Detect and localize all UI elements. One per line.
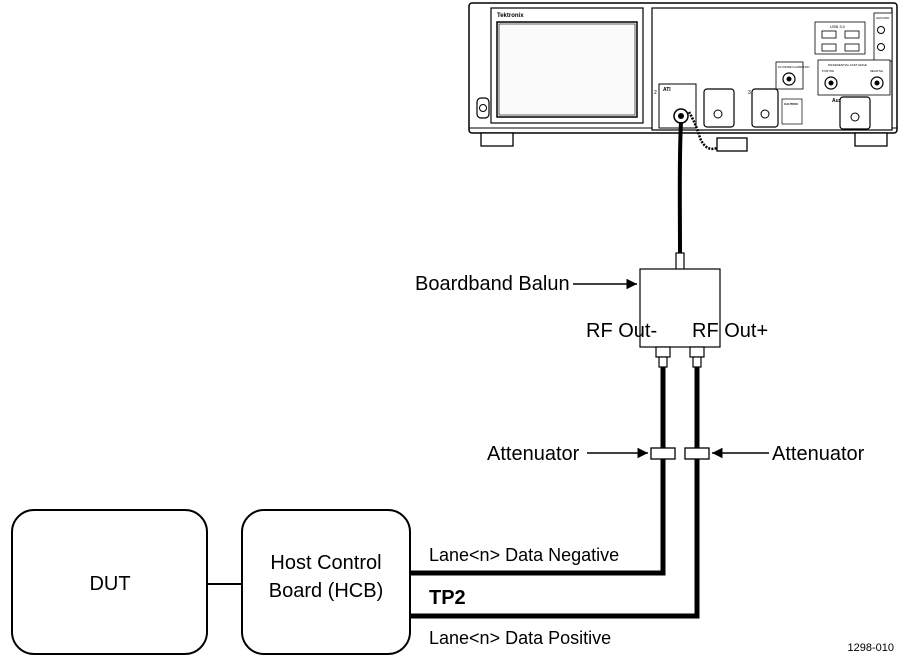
- broadband-balun: [639, 268, 721, 348]
- usb-ports[interactable]: USB 3.0: [814, 21, 866, 55]
- differential-fast-edge[interactable]: DIFFERENTIAL FAST EDGE POSITIVE NEGATIVE: [817, 59, 891, 96]
- oscilloscope: Tektronix USB 3.0 GROUND DC: [468, 2, 898, 152]
- hcb-box: [241, 509, 411, 655]
- power-button[interactable]: [476, 97, 490, 119]
- attenuator-right: [684, 447, 710, 460]
- negative-label: NEGATIVE: [870, 69, 883, 73]
- rf-out-minus-connector: [655, 346, 671, 368]
- rf-out-minus-label: RF Out-: [586, 320, 657, 342]
- ati-dust-cap: [687, 111, 748, 152]
- hcb-label-line1: Host Control: [270, 552, 381, 574]
- rf-out-plus-connector: [689, 346, 705, 368]
- attenuator-left-label: Attenuator: [487, 443, 580, 465]
- attenuator-right-label: Attenuator: [772, 443, 865, 465]
- dc-probe-cal-label: DC PROBE CALIBRATION: [778, 65, 809, 69]
- channel-label-3: 3: [748, 90, 751, 96]
- ati-label: ATI: [663, 87, 671, 93]
- usb-label: USB 3.0: [830, 24, 846, 29]
- balun-label: Boardband Balun: [415, 273, 570, 295]
- channel-3-connector[interactable]: [751, 88, 779, 128]
- diff-fast-edge-label: DIFFERENTIAL FAST EDGE: [828, 63, 867, 67]
- rf-out-plus-label: RF Out+: [692, 320, 768, 342]
- channel-1-connector[interactable]: [703, 88, 735, 128]
- scope-foot-right: [854, 132, 888, 147]
- scope-to-balun-cable: [677, 121, 683, 256]
- positive-label: POSITIVE: [822, 69, 834, 73]
- negative-cable: [410, 367, 666, 576]
- ground-label: GROUND: [876, 16, 890, 20]
- caution-label: CAUTION: [784, 102, 798, 106]
- negative-signal-label: Lane<n> Data Negative: [429, 545, 619, 565]
- scope-screen: [496, 21, 638, 118]
- dut-label: DUT: [89, 573, 130, 595]
- attenuator-left: [650, 447, 676, 460]
- aux-label: Aux: [832, 98, 842, 104]
- ground-terminals[interactable]: GROUND: [873, 12, 893, 62]
- aux-connector[interactable]: [839, 96, 871, 130]
- scope-foot-left: [480, 132, 514, 147]
- dc-probe-calibration[interactable]: DC PROBE CALIBRATION: [775, 61, 809, 90]
- figure-id: 1298-010: [848, 642, 895, 654]
- dut-box: [11, 509, 208, 655]
- positive-signal-label: Lane<n> Data Positive: [429, 628, 611, 648]
- ati-input[interactable]: ATI: [658, 83, 697, 129]
- hcb-label-line2: Board (HCB): [269, 580, 383, 602]
- positive-cable: [410, 367, 700, 619]
- caution-sticker: CAUTION: [781, 98, 803, 125]
- channel-label-2: 2: [654, 90, 657, 96]
- scope-brand: Tektronix: [497, 13, 524, 19]
- tp2-label: TP2: [429, 587, 466, 609]
